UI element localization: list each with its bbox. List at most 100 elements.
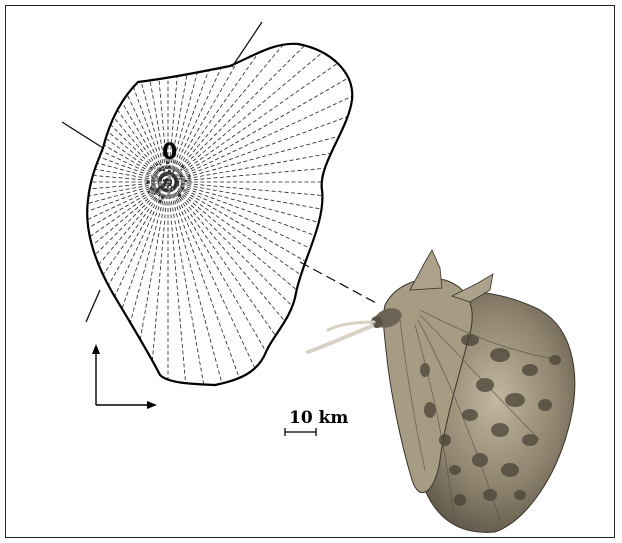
radial-line [168,182,196,501]
wing-spot [538,399,552,411]
radial-line [0,182,168,408]
wing-spot [505,393,525,407]
radial-line [168,99,477,182]
origin-speck [180,181,181,182]
radial-line [168,182,413,388]
radial-line [168,0,303,182]
origin-speck [150,188,152,190]
radial-line [168,0,394,182]
radial-line [168,0,413,182]
origin-speck [163,179,166,182]
origin-speck [161,174,163,176]
radial-line [0,0,168,182]
origin-speck [156,199,158,201]
scale-bar [285,428,316,436]
origin-speck [159,197,160,198]
origin-speck [151,175,153,177]
extension-line-to-butterfly [300,262,378,304]
origin-speck [185,183,187,185]
origin-speck [178,170,180,172]
radial-line [0,182,168,388]
dispersal-area-outline [87,44,352,385]
origin-speck [191,181,193,183]
origin-speck [151,191,154,194]
radial-line [168,182,251,491]
north-arrow [92,344,100,405]
origin-speck [172,177,174,179]
radial-line [168,182,487,210]
radial-line [0,0,168,182]
origin-speck [163,187,165,189]
origin-speck [167,194,169,196]
origin-speck [168,166,171,169]
origin-speck [159,200,162,203]
origin-speck [164,194,165,195]
radial-line [140,182,168,501]
radial-line [0,22,168,182]
radial-line [59,182,168,483]
radial-line [85,182,168,491]
origin-speck [175,167,178,170]
origin-speck [181,183,183,185]
origin-speck [150,168,152,170]
origin-speck [184,180,187,183]
wing-spot [522,364,538,376]
butterfly-illustration [308,250,575,532]
origin-speck [151,186,153,188]
wing-spot [424,402,436,418]
origin-speck [180,169,182,171]
origin-speck [152,177,153,178]
origin-speck [144,179,145,180]
extension-line-bottom-left [86,290,100,322]
radial-line [0,182,168,317]
radial-line [0,182,168,210]
origin-speck [164,185,166,187]
radial-line [0,182,168,366]
origin-speck [184,176,186,178]
wing-spot [501,463,519,477]
radial-line [0,154,168,182]
origin-speck [155,179,158,182]
origin-speck [146,173,148,175]
extension-line-top [232,22,262,67]
origin-speck [186,168,188,170]
radial-line [0,126,168,182]
origin-speck [168,188,170,190]
radial-line [0,182,168,342]
origin-speck [156,188,159,191]
origin-speck [154,167,156,169]
origin-speck [187,183,189,185]
radial-line [168,182,352,444]
radial-line [168,154,487,182]
wing-spot [439,434,451,446]
origin-speck [167,186,169,188]
origin-speck [161,196,164,199]
origin-speck [177,198,179,200]
origin-speck [172,188,174,190]
origin-speck [178,194,181,197]
radial-line [0,47,168,182]
origin-label: 0 [162,140,177,165]
wing-spot [514,490,526,500]
origin-speck [188,175,190,177]
origin-speck [165,173,168,176]
radial-line [0,182,168,427]
radial-line [168,182,277,483]
origin-speck [153,180,155,182]
origin-speck [158,172,160,174]
origin-speck [167,176,170,179]
origin-speck [167,184,169,186]
origin-speck [159,168,162,171]
wing-spot [490,348,510,362]
wing-spot [472,453,488,467]
east-arrow [96,401,157,409]
origin-speck [166,167,168,169]
origin-speck [169,194,171,196]
radial-line [0,0,168,182]
origin-speck [164,190,165,191]
origin-speck [154,197,156,199]
origin-speck [168,170,171,173]
scale-label: 10 km [289,408,348,428]
radial-line [0,0,168,182]
